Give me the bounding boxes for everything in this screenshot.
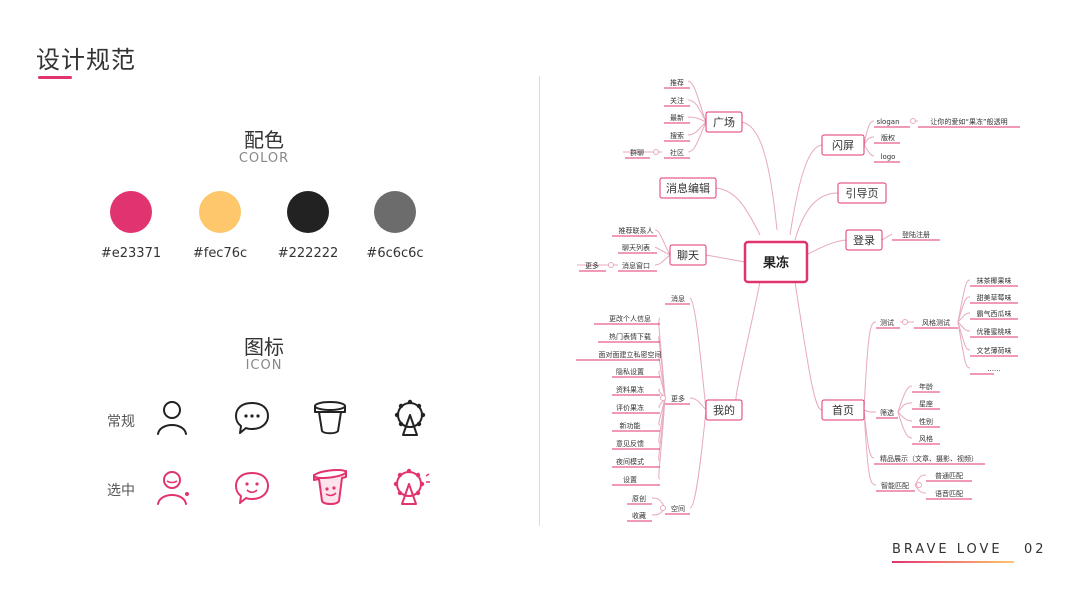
title-underline [38, 76, 72, 79]
mindmap-leaf: 精品展示（文章、摄影、视频） [880, 454, 978, 463]
mindmap-leaf: 新功能 [620, 421, 641, 430]
mindmap-leaf: 文艺薄荷味 [977, 346, 1012, 355]
branch-chat: 聊天 [677, 248, 699, 262]
color-section-subtitle: COLOR [238, 151, 290, 166]
brand-underline [892, 561, 1014, 563]
mindmap-leaf: 让你的爱如“果冻”般透明 [930, 117, 1007, 126]
mindmap-leaf: 普通匹配 [935, 471, 963, 480]
branch-guangchang: 广场 [713, 115, 735, 129]
mindmap-leaf: 霸气西瓜味 [977, 309, 1012, 318]
mindmap-leaf: 搜索 [670, 131, 684, 140]
mindmap-leaf: 优雅蜜桃味 [977, 327, 1012, 336]
branch-home: 首页 [832, 403, 854, 417]
mindmap-leaf: 推荐联系人 [619, 226, 654, 235]
mindmap-leaf: 热门表情下载 [609, 332, 651, 341]
swatch-black [287, 191, 329, 233]
mindmap-leaf: 隐私设置 [616, 367, 644, 376]
ferris-wheel-icon [394, 399, 426, 436]
mindmap-leaf: 年龄 [919, 382, 933, 391]
mindmap-leaf: slogan [876, 118, 899, 126]
mindmap-leaf: 抹茶椰果味 [977, 276, 1012, 285]
mindmap-leaf: ...... [987, 365, 1000, 373]
mindmap-leaf: 更多 [671, 394, 685, 403]
brand-label: BRAVE LOVE 02 [892, 542, 1047, 557]
mindmap-leaf: 关注 [670, 96, 684, 105]
mindmap-leaf: 甜美草莓味 [977, 293, 1012, 302]
mindmap-leaf: 原创 [632, 494, 646, 503]
row-label-normal: 常规 [107, 414, 135, 430]
branch-login: 登录 [853, 233, 875, 247]
ferris-wheel-icon-selected [393, 468, 430, 505]
mindmap-leaf: 资料果冻 [616, 385, 644, 394]
mindmap-leaf: 群聊 [630, 148, 644, 157]
jelly-cup-icon-selected [313, 469, 347, 505]
mindmap-leaf: 收藏 [632, 511, 646, 520]
mindmap-leaf: 夜间模式 [616, 457, 644, 466]
mindmap-leaf: 社区 [670, 148, 684, 157]
branch-splash: 闪屏 [832, 138, 854, 152]
mindmap-leaf: 星座 [919, 399, 933, 408]
swatch-gray [374, 191, 416, 233]
mindmap-leaf: 测试 [880, 318, 894, 327]
page-number: 02 [1024, 542, 1047, 557]
swatch-pink [110, 191, 152, 233]
mindmap-leaf: 更多 [585, 261, 599, 270]
mindmap-leaf: 性别 [919, 417, 933, 426]
chat-bubble-icon [235, 402, 269, 434]
user-icon-selected [157, 471, 189, 505]
mindmap-leaf: 聊天列表 [622, 243, 650, 252]
branch-message-edit: 消息编辑 [666, 181, 710, 195]
user-icon [157, 401, 187, 435]
branch-mine: 我的 [713, 403, 735, 417]
mindmap-leaf: 空间 [671, 504, 685, 513]
row-label-selected: 选中 [107, 483, 135, 499]
mindmap-leaf: 风格 [919, 434, 933, 443]
mindmap-leaf: 评价果冻 [616, 403, 644, 412]
mindmap-leaf: 智能匹配 [881, 481, 909, 490]
swatch-label: #fec76c [192, 246, 248, 261]
branch-guide: 引导页 [846, 186, 879, 200]
mindmap-leaf: 最新 [670, 113, 684, 122]
mindmap-leaf: 语音匹配 [935, 489, 963, 498]
mindmap-leaf: 意见反馈 [616, 439, 644, 448]
swatch-yellow [199, 191, 241, 233]
icon-section-subtitle: ICON [245, 358, 283, 373]
mindmap-leaf: 风格测试 [922, 318, 950, 327]
mindmap-leaf: logo [881, 153, 896, 161]
icon-section-title: 图标 [244, 335, 284, 359]
swatch-label: #222222 [277, 246, 339, 261]
mindmap-leaf: 消息窗口 [622, 261, 650, 270]
swatch-label: #e23371 [100, 246, 162, 261]
mindmap-leaf: 推荐 [670, 78, 684, 87]
chat-bubble-icon-selected [235, 472, 269, 504]
jelly-cup-icon [314, 401, 346, 435]
mindmap-leaf: 筛选 [880, 408, 894, 417]
mindmap-leaf: 版权 [881, 133, 895, 142]
mindmap-leaf: 设置 [623, 475, 637, 484]
color-section-title: 配色 [244, 128, 284, 152]
mindmap-leaf: 消息 [671, 294, 685, 303]
mindmap-leaf: 登陆注册 [902, 230, 930, 239]
swatch-label: #6c6c6c [366, 246, 424, 261]
mindmap-leaf: 更改个人信息 [609, 314, 651, 323]
page-title: 设计规范 [36, 46, 136, 74]
brand-text: BRAVE LOVE [892, 542, 1003, 557]
panel-divider [539, 76, 540, 526]
mindmap-root: 果冻 [762, 255, 789, 271]
mindmap-leaf: 面对面建立私密空间 [599, 350, 662, 359]
